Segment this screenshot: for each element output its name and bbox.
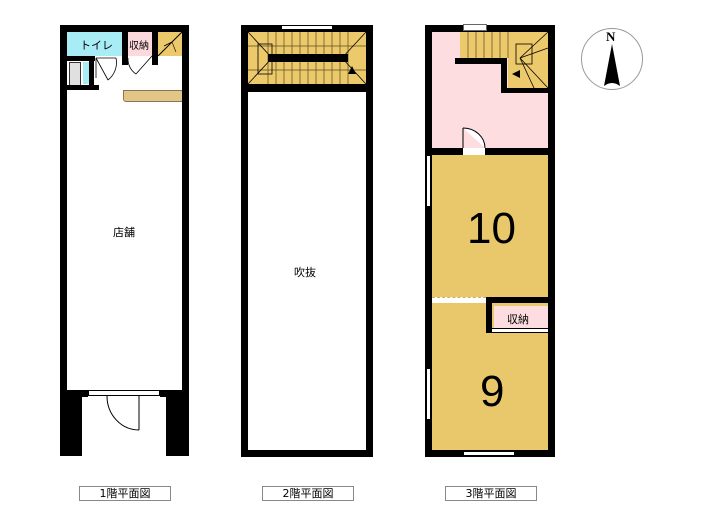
wall: [241, 450, 373, 457]
wall: [60, 390, 82, 456]
floor-1-caption: 1階平面図: [79, 486, 171, 501]
wall: [425, 25, 432, 457]
wall: [486, 297, 555, 303]
north-label: N: [606, 29, 616, 44]
wall: [166, 390, 189, 456]
storage-3f-label: 収納: [507, 313, 529, 326]
window: [281, 25, 333, 30]
stairs-3f: [460, 32, 548, 58]
wall: [425, 25, 555, 32]
room-10: [432, 155, 548, 297]
storage-room: [128, 32, 152, 56]
wall: [67, 56, 95, 61]
stairs-3f-lines: [467, 31, 549, 89]
floor-3-caption: 3階平面図: [445, 486, 537, 501]
toilet-room: [67, 32, 122, 56]
wall: [501, 88, 548, 93]
floor-2-plan: 吹抜 2階平面図: [241, 25, 373, 501]
compass: [581, 28, 643, 90]
entrance-door[interactable]: [106, 395, 147, 436]
stairs-2f-lines: [247, 31, 367, 85]
washbasin: [83, 62, 89, 84]
storage-label: 収納: [129, 41, 149, 52]
door-opening: [463, 148, 485, 155]
room-9-size: 9: [480, 367, 505, 416]
wall: [366, 25, 373, 457]
window: [463, 451, 515, 456]
shop-label: 店舗: [113, 226, 135, 239]
wall: [60, 25, 67, 390]
wall: [241, 25, 248, 457]
north-arrow-icon: [604, 44, 620, 86]
storage-door[interactable]: [492, 328, 548, 333]
room-10-size: 10: [467, 204, 516, 253]
window: [426, 155, 431, 207]
window: [426, 368, 431, 420]
wall: [89, 56, 94, 90]
wall: [548, 25, 555, 457]
toilet-label: トイレ: [80, 39, 113, 52]
door-swing-storage: [127, 55, 153, 75]
wall: [486, 297, 492, 333]
floor-2-caption: 2階平面図: [262, 486, 354, 501]
window: [463, 24, 487, 31]
door-swing-3f[interactable]: [462, 124, 487, 150]
door-swing-toilet: [95, 57, 117, 81]
wall: [425, 148, 555, 155]
wall: [152, 25, 158, 65]
sliding-partition: [432, 297, 486, 303]
entrance-threshold: [88, 390, 160, 396]
stairs-1f-lines: [157, 31, 183, 57]
floor-1-plan: トイレ 収納 店舗 1階平面図: [0, 0, 200, 501]
floor-3-plan: 収納 10 9 3階平面図: [425, 24, 555, 501]
wall: [182, 25, 189, 390]
storage-3f: [494, 306, 548, 328]
wall: [122, 25, 128, 65]
wall: [455, 58, 505, 64]
wall: [241, 84, 373, 92]
void-label: 吹抜: [294, 266, 316, 279]
wall: [501, 58, 507, 90]
wall: [67, 85, 99, 90]
